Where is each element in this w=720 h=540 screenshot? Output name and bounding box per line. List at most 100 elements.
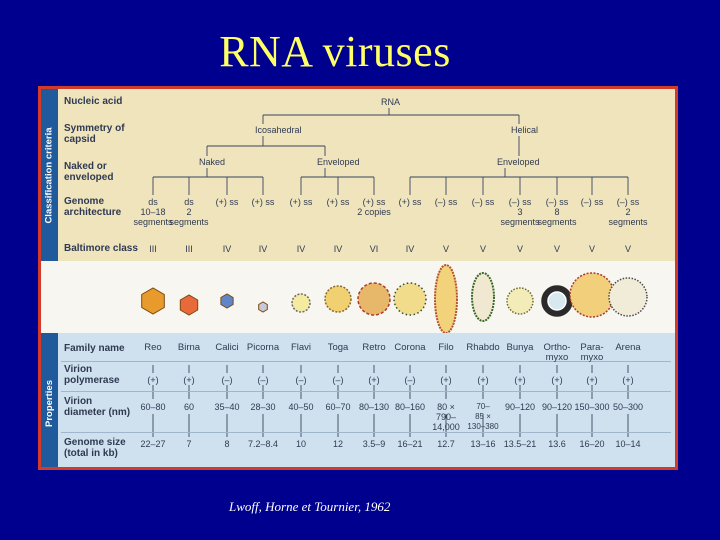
properties-label: Properties: [41, 333, 58, 467]
virion-diameter-cell: 150–300: [574, 402, 610, 412]
row-header-virion-diameter: Virion diameter (nm): [64, 396, 131, 418]
toga-virion: [324, 285, 352, 313]
genome-size-cell: 10: [295, 439, 306, 449]
virion-polymerase-cell: (+): [368, 375, 380, 385]
virion-polymerase-cell: (+): [514, 375, 526, 385]
family-name-cell: Arena: [615, 342, 641, 353]
genome-size-cell: 12.7: [437, 439, 455, 449]
baltimore-class-cell: V: [516, 244, 523, 254]
picorna-virion: [258, 301, 268, 313]
genome-size-cell: 16–20: [579, 439, 605, 449]
family-name-cell: Picorna: [246, 342, 280, 353]
genome-architecture-cell: (–) ss: [434, 197, 458, 207]
reo-virion: [141, 287, 165, 315]
virion-diameter-cell: 35–40: [214, 402, 240, 412]
row-header-envelope: Naked or enveloped: [64, 161, 114, 183]
virion-diameter-cell: 28–30: [250, 402, 276, 412]
row-header-virion-polymerase: Virion polymerase: [64, 364, 120, 386]
genome-architecture-cell: ds 2 segments: [169, 197, 209, 227]
genome-size-cell: 13–16: [470, 439, 496, 449]
row-header-baltimore-class: Baltimore class: [64, 243, 138, 254]
calici-virion: [220, 293, 234, 309]
genome-architecture-cell: (–) ss: [471, 197, 495, 207]
family-name-cell: Bunya: [506, 342, 534, 353]
baltimore-class-cell: IV: [333, 244, 343, 254]
baltimore-class-cell: VI: [369, 244, 379, 254]
virion-polymerase-cell: (–): [295, 375, 307, 385]
virion-diameter-cell: 80–130: [358, 402, 390, 412]
family-name-cell: Flavi: [290, 342, 312, 353]
flavi-virion: [291, 293, 311, 313]
virion-diameter-cell: 60–70: [325, 402, 351, 412]
properties-band: [41, 333, 675, 467]
orthomyxo-core: [547, 291, 567, 311]
genome-architecture-cell: (+) ss: [398, 197, 422, 207]
node-icosahedral: Icosahedral: [255, 125, 302, 135]
baltimore-class-cell: IV: [405, 244, 415, 254]
corona-virion: [393, 282, 427, 316]
virion-polymerase-cell: (–): [332, 375, 344, 385]
filo-virion: [434, 264, 458, 334]
node-naked: Naked: [199, 157, 226, 167]
genome-size-cell: 10–14: [615, 439, 641, 449]
genome-architecture-cell: ds 10–18 segments: [133, 197, 173, 227]
virion-polymerase-cell: (+): [183, 375, 195, 385]
virion-diameter-cell: 60–80: [140, 402, 166, 412]
birna-virion: [179, 294, 199, 316]
classification-band: [41, 89, 675, 261]
row-divider: [61, 432, 671, 433]
virion-diameter-cell: 60: [183, 402, 194, 412]
family-name-cell: Retro: [362, 342, 386, 353]
row-divider: [61, 361, 671, 362]
row-header-family-name: Family name: [64, 343, 125, 354]
node-enveloped-helical: Enveloped: [497, 157, 540, 167]
genome-size-cell: 22–27: [140, 439, 166, 449]
baltimore-class-cell: IV: [296, 244, 306, 254]
genome-architecture-cell: (–) ss 3 segments: [500, 197, 540, 227]
family-name-cell: Corona: [394, 342, 426, 353]
genome-size-cell: 7.2–8.4: [247, 439, 279, 449]
baltimore-class-cell: III: [149, 244, 157, 254]
virion-polymerase-cell: (+): [440, 375, 452, 385]
genome-size-cell: 16–21: [397, 439, 423, 449]
virion-illustrations: [41, 261, 675, 334]
family-name-cell: Filo: [438, 342, 454, 353]
paramyxo-virion: [569, 272, 615, 318]
classification-tree: [152, 108, 629, 437]
baltimore-class-cell: V: [479, 244, 486, 254]
baltimore-class-cell: III: [185, 244, 193, 254]
genome-architecture-cell: (–) ss 8 segments: [537, 197, 577, 227]
family-name-cell: Birna: [177, 342, 201, 353]
virion-diameter-cell: 70– 85 × 130–380: [467, 402, 499, 431]
baltimore-class-cell: V: [588, 244, 595, 254]
row-header-genome-size: Genome size (total in kb): [64, 437, 126, 459]
virion-diameter-cell: 50–300: [612, 402, 644, 412]
virion-polymerase-cell: (–): [221, 375, 233, 385]
node-rna: RNA: [381, 97, 401, 107]
virion-drawings: [141, 264, 648, 334]
node-helical: Helical: [511, 125, 539, 135]
baltimore-class-cell: V: [442, 244, 449, 254]
virion-polymerase-cell: (+): [622, 375, 634, 385]
virion-polymerase-cell: (+): [586, 375, 598, 385]
baltimore-class-cell: IV: [258, 244, 268, 254]
row-header-genome-architecture: Genome architecture: [64, 196, 122, 218]
genome-architecture-cell: (+) ss: [289, 197, 313, 207]
classification-criteria-label: Classification criteria: [41, 89, 58, 261]
bunya-virion: [506, 287, 534, 315]
virion-diameter-cell: 40–50: [288, 402, 314, 412]
citation: Lwoff, Horne et Tournier, 1962: [229, 499, 391, 514]
genome-size-cell: 3.5–9: [362, 439, 386, 449]
family-name-cell: Toga: [327, 342, 349, 353]
family-name-cell: Calici: [215, 342, 239, 353]
family-name-cell: Reo: [144, 342, 162, 353]
baltimore-class-cell: V: [624, 244, 631, 254]
classification-figure: Classification criteria Properties Nucle…: [38, 86, 678, 470]
rhabdo-virion: [471, 272, 495, 322]
genome-architecture-cell: (–) ss: [580, 197, 604, 207]
genome-architecture-cell: (–) ss 2 segments: [608, 197, 648, 227]
virion-polymerase-cell: (+): [147, 375, 159, 385]
virion-polymerase-cell: (+): [477, 375, 489, 385]
genome-size-cell: 13.5–21: [503, 439, 537, 449]
node-enveloped-icosahedral: Enveloped: [317, 157, 360, 167]
